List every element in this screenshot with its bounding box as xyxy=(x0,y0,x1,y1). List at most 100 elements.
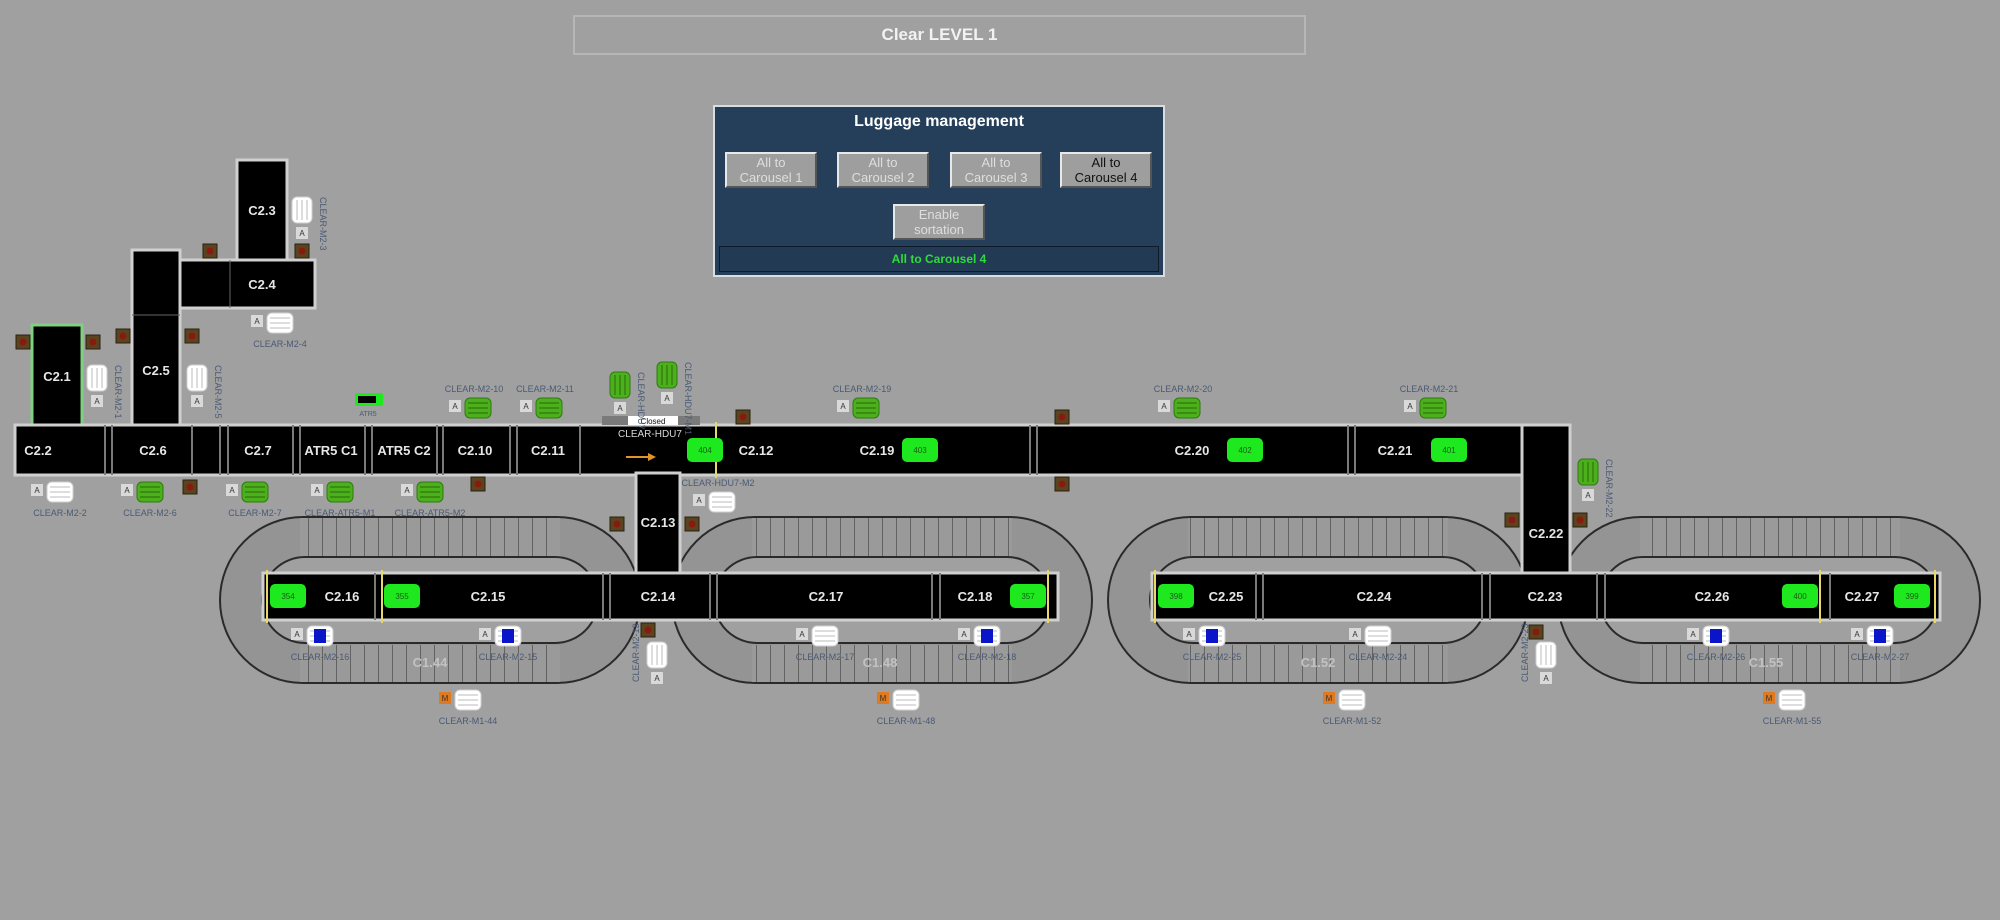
tray-403[interactable]: 403 xyxy=(902,438,938,462)
conveyor-c2-16[interactable]: C2.16 xyxy=(325,589,360,604)
conveyor-c2-27[interactable]: C2.27 xyxy=(1845,589,1880,604)
all-to-carousel-3-button[interactable]: All to Carousel 3 xyxy=(950,152,1042,188)
tray-401[interactable]: 401 xyxy=(1431,438,1467,462)
conveyor-c2-13[interactable]: C2.13 xyxy=(634,471,682,575)
emergency-stop-icon[interactable] xyxy=(115,328,131,344)
conveyor-c2-25[interactable]: C2.25 xyxy=(1209,589,1244,604)
conveyor-c2-21[interactable]: C2.21 xyxy=(1378,443,1413,458)
auto-mode-badge: A xyxy=(837,400,849,412)
conveyor-c2-11[interactable]: C2.11 xyxy=(531,443,565,458)
conveyor-c2-12[interactable]: C2.12 xyxy=(739,443,774,458)
tray-402[interactable]: 402 xyxy=(1227,438,1263,462)
tray-398[interactable]: 398 xyxy=(1158,584,1194,608)
tray-id: 401 xyxy=(1442,446,1456,455)
conveyor-c2-18[interactable]: C2.18 xyxy=(958,589,993,604)
emergency-stop-icon[interactable] xyxy=(640,622,656,638)
conveyor-c2-6[interactable]: C2.6 xyxy=(139,443,166,458)
conveyor-c2-15[interactable]: C2.15 xyxy=(471,589,506,604)
conveyor-atr5-c1[interactable]: ATR5 C1 xyxy=(304,443,357,458)
emergency-stop-icon[interactable] xyxy=(609,516,625,532)
emergency-stop-icon[interactable] xyxy=(202,243,218,259)
conveyor-c2-4[interactable]: C2.4 xyxy=(178,258,317,310)
conveyor-c2-23[interactable]: C2.23 xyxy=(1528,589,1563,604)
motor-label: CLEAR-M2-19 xyxy=(833,384,892,394)
conveyor-c2-10[interactable]: C2.10 xyxy=(458,443,493,458)
conveyor-c2-20[interactable]: C2.20 xyxy=(1175,443,1210,458)
conveyor-atr5-c2[interactable]: ATR5 C2 xyxy=(377,443,430,458)
motor-clear-m2-19[interactable]: A CLEAR-M2-19 xyxy=(833,384,892,419)
mode-badge-text: A xyxy=(654,674,660,683)
tray-354[interactable]: 354 xyxy=(270,584,306,608)
emergency-stop-icon[interactable] xyxy=(184,328,200,344)
tray-355[interactable]: 355 xyxy=(384,584,420,608)
conveyor-c2-24[interactable]: C2.24 xyxy=(1357,589,1392,604)
conveyor-c2-26[interactable]: C2.26 xyxy=(1695,589,1730,604)
conveyor-c2-3[interactable]: C2.3 xyxy=(235,158,289,262)
all-to-carousel-4-button[interactable]: All to Carousel 4 xyxy=(1060,152,1152,188)
emergency-stop-icon[interactable] xyxy=(182,479,198,495)
tray-399[interactable]: 399 xyxy=(1894,584,1930,608)
emergency-stop-icon[interactable] xyxy=(735,409,751,425)
atr5-scanner-icon[interactable]: ATR5 xyxy=(355,393,383,418)
emergency-stop-icon[interactable] xyxy=(684,516,700,532)
conveyor-c2-22[interactable]: C2.22 xyxy=(1520,423,1572,577)
tray-404[interactable]: 404 xyxy=(687,438,723,462)
tray-400[interactable]: 400 xyxy=(1782,584,1818,608)
conveyor-c2-7[interactable]: C2.7 xyxy=(244,443,271,458)
motor-label: CLEAR-M2-22 xyxy=(1604,459,1614,518)
conveyor-c2-1[interactable]: C2.1 xyxy=(30,323,84,427)
tray-357[interactable]: 357 xyxy=(1010,584,1046,608)
conveyor-c2-14[interactable]: C2.14 xyxy=(641,589,676,604)
conveyor-c2-19[interactable]: C2.19 xyxy=(860,443,895,458)
enable-sortation-button[interactable]: Enable sortation xyxy=(893,204,985,240)
conveyor-c2-5[interactable]: C2.5 xyxy=(130,248,182,427)
emergency-stop-icon[interactable] xyxy=(15,334,31,350)
conveyor-label: C2.5 xyxy=(142,363,169,378)
conveyor-c2-2[interactable]: C2.2 xyxy=(24,443,51,458)
all-to-carousel-2-button[interactable]: All to Carousel 2 xyxy=(837,152,929,188)
emergency-stop-icon[interactable] xyxy=(1528,624,1544,640)
all-to-carousel-1-button[interactable]: All to Carousel 1 xyxy=(725,152,817,188)
emergency-stop-icon[interactable] xyxy=(294,243,310,259)
emergency-stop-icon[interactable] xyxy=(85,334,101,350)
auto-mode-badge: A xyxy=(479,628,491,640)
emergency-stop-icon[interactable] xyxy=(470,476,486,492)
emergency-stop-icon[interactable] xyxy=(1054,409,1070,425)
emergency-stop-icon[interactable] xyxy=(1504,512,1520,528)
emergency-stop-icon[interactable] xyxy=(1054,476,1070,492)
emergency-stop-icon[interactable] xyxy=(1572,512,1588,528)
diverter-hdu7[interactable]: Closed CLEAR-HDU7 xyxy=(602,416,700,461)
conveyor-c2-17[interactable]: C2.17 xyxy=(809,589,844,604)
